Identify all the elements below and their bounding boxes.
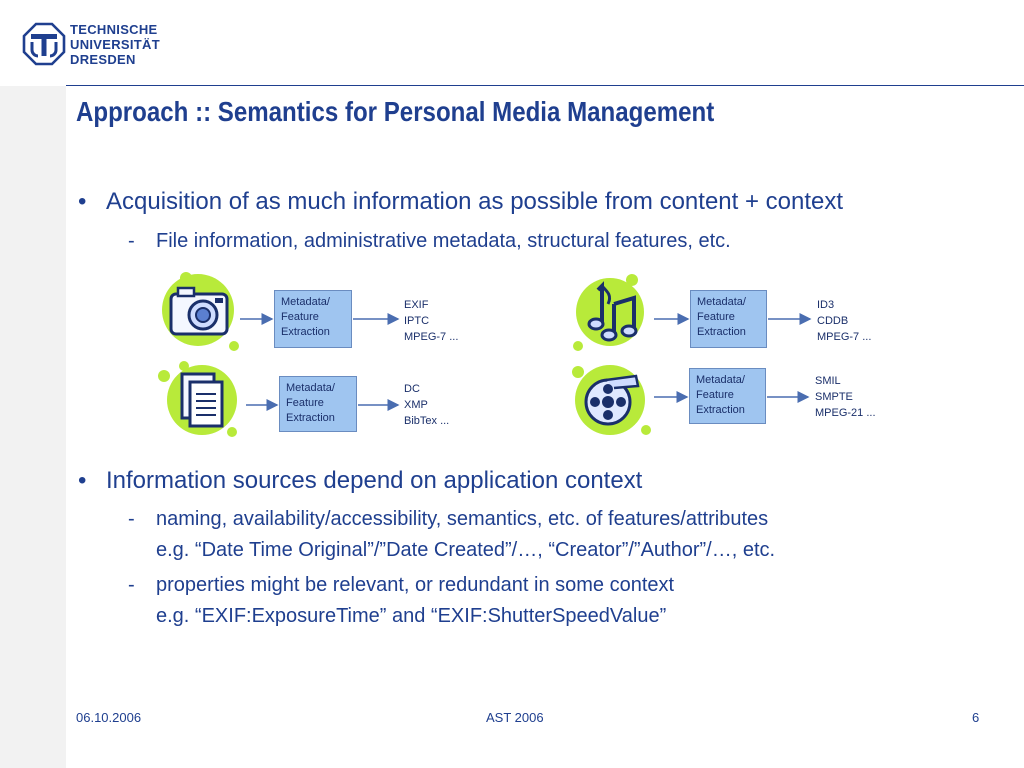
format-item: DC <box>404 383 420 395</box>
box-label: Feature <box>697 311 735 323</box>
header <box>0 0 1024 86</box>
box-label: Extraction <box>696 404 745 416</box>
dash-symbol: - <box>128 508 135 530</box>
format-item: BibTex ... <box>404 415 450 427</box>
box-label: Extraction <box>286 412 335 424</box>
music-notes-icon <box>573 274 644 351</box>
dash-symbol: - <box>128 574 135 596</box>
bullet-symbol: • <box>78 467 87 494</box>
film-reel-icon <box>572 365 651 435</box>
sub-item: - File information, administrative metad… <box>128 226 731 257</box>
extraction-box: Metadata/ Feature Extraction <box>690 290 767 348</box>
extraction-box: Metadata/ Feature Extraction <box>689 368 766 424</box>
format-item: CDDB <box>817 315 849 327</box>
box-label: Feature <box>286 397 324 409</box>
slide-title: Approach :: Semantics for Personal Media… <box>76 96 715 127</box>
bullet-text: Information sources depend on applicatio… <box>106 467 643 494</box>
sub-text: properties might be relevant, or redunda… <box>156 574 675 596</box>
header-divider <box>66 85 1024 86</box>
format-item: EXIF <box>404 299 429 311</box>
side-band <box>0 0 66 768</box>
format-item: IPTC <box>404 315 430 327</box>
box-label: Feature <box>281 311 319 323</box>
bullet-item: • Information sources depend on applicat… <box>78 467 643 495</box>
bullet-item: • Acquisition of as much information as … <box>78 188 844 216</box>
extraction-box: Metadata/ Feature Extraction <box>279 376 357 432</box>
logo-line: DRESDEN <box>70 52 136 67</box>
format-item: MPEG-7 ... <box>817 331 872 343</box>
format-item: MPEG-21 ... <box>815 407 876 419</box>
camera-icon <box>162 272 239 351</box>
format-list: EXIF IPTC MPEG-7 ... <box>404 297 458 345</box>
bullet-text: Acquisition of as much information as po… <box>106 188 844 215</box>
box-label: Metadata/ <box>697 296 746 308</box>
format-list: ID3 CDDB MPEG-7 ... <box>817 297 871 345</box>
sub-text: e.g. “Date Time Original”/”Date Created”… <box>156 539 776 561</box>
dash-symbol: - <box>128 230 135 252</box>
page-number: 6 <box>972 710 980 725</box>
format-item: SMIL <box>815 375 841 387</box>
university-logo-text: TECHNISCHE UNIVERSITÄT DRESDEN <box>70 22 160 67</box>
sub-text: naming, availability/accessibility, sema… <box>156 508 769 530</box>
box-label: Metadata/ <box>281 296 330 308</box>
footer-date: 06.10.2006 <box>76 710 142 725</box>
box-label: Feature <box>696 389 734 401</box>
box-label: Metadata/ <box>286 382 335 394</box>
extraction-box: Metadata/ Feature Extraction <box>274 290 352 348</box>
format-item: XMP <box>404 399 428 411</box>
sub-item: - properties might be relevant, or redun… <box>128 570 675 632</box>
format-list: DC XMP BibTex ... <box>404 381 449 429</box>
format-item: SMPTE <box>815 391 853 403</box>
bullet-symbol: • <box>78 188 87 215</box>
format-item: ID3 <box>817 299 835 311</box>
sub-item: - naming, availability/accessibility, se… <box>128 504 776 566</box>
document-icon <box>158 361 237 437</box>
sub-text: File information, administrative metadat… <box>156 230 731 252</box>
footer-event: AST 2006 <box>486 710 544 725</box>
box-label: Metadata/ <box>696 374 745 386</box>
logo-line: UNIVERSITÄT <box>70 37 160 52</box>
box-label: Extraction <box>281 326 330 338</box>
university-logo-icon <box>22 22 66 66</box>
format-list: SMIL SMPTE MPEG-21 ... <box>815 373 876 421</box>
logo-line: TECHNISCHE <box>70 22 158 37</box>
box-label: Extraction <box>697 326 746 338</box>
sub-text: e.g. “EXIF:ExposureTime” and “EXIF:Shutt… <box>156 605 667 627</box>
format-item: MPEG-7 ... <box>404 331 459 343</box>
